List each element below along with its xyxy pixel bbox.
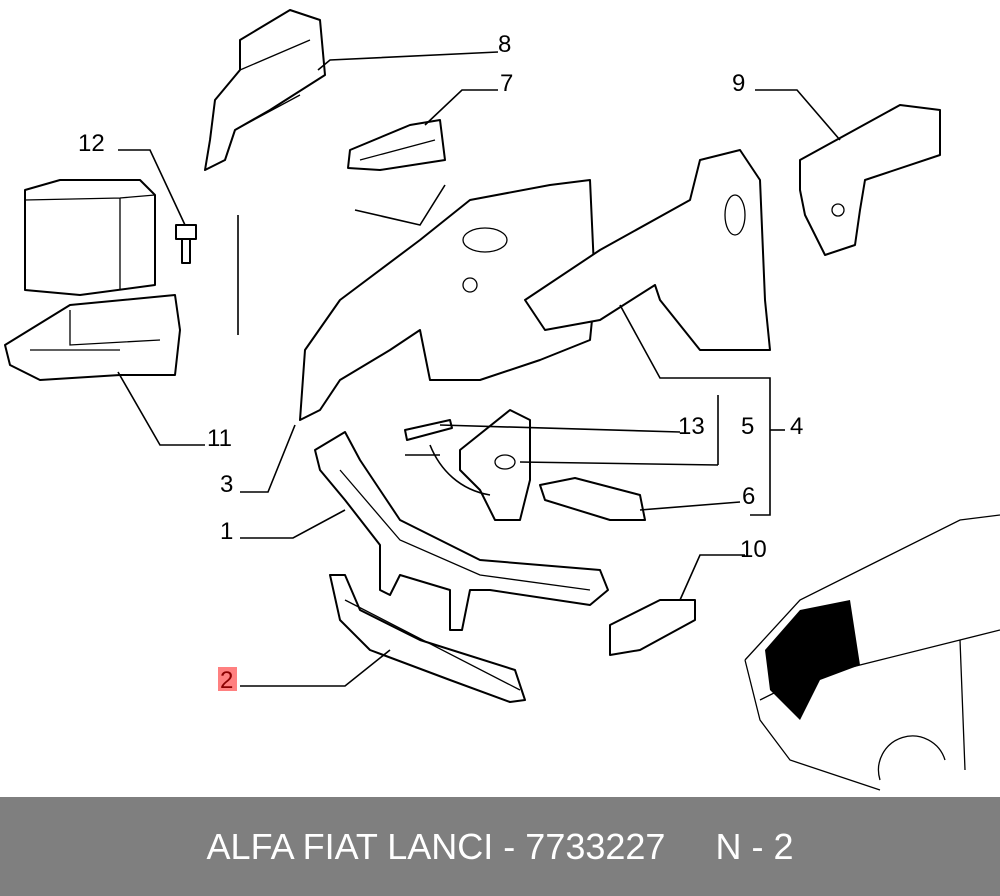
part-number-footer: ALFA FIAT LANCI - 7733227 N - 2 — [0, 797, 1000, 896]
footer-text: ALFA FIAT LANCI - 7733227 N - 2 — [206, 825, 794, 867]
part-4-side-rail[interactable] — [524, 149, 771, 351]
callout-4[interactable]: 4 — [790, 413, 803, 440]
part-9[interactable] — [799, 104, 941, 256]
part-7[interactable] — [347, 119, 446, 171]
car-illustration — [744, 514, 1000, 791]
battery — [24, 179, 156, 296]
part-10[interactable] — [609, 599, 696, 656]
callout-3[interactable]: 3 — [220, 471, 233, 498]
callout-2-highlight — [218, 667, 237, 691]
callout-10[interactable]: 10 — [740, 536, 767, 563]
part-1-upper-crossmember[interactable] — [314, 431, 609, 631]
callout-6[interactable]: 6 — [742, 483, 755, 510]
part-12-bolt[interactable] — [175, 224, 197, 264]
part-6[interactable] — [539, 477, 646, 521]
callout-13[interactable]: 13 — [678, 413, 705, 440]
leader-lines — [117, 51, 841, 687]
callout-2[interactable]: 2 — [220, 667, 233, 694]
part-3-wheel-arch[interactable] — [299, 179, 596, 421]
callout-12[interactable]: 12 — [78, 130, 105, 157]
part-5-bracket[interactable] — [459, 409, 531, 521]
callout-11[interactable]: 11 — [207, 425, 232, 452]
parts-diagram: 8 7 9 12 11 3 1 2 13 5 4 6 10 — [4, 9, 1000, 791]
callout-1[interactable]: 1 — [220, 518, 233, 545]
part-13-pin[interactable] — [404, 419, 453, 441]
callout-8[interactable]: 8 — [498, 31, 511, 58]
callout-7[interactable]: 7 — [500, 70, 513, 97]
callout-5[interactable]: 5 — [741, 413, 754, 440]
part-8[interactable] — [204, 9, 326, 171]
part-2-lower-crossmember[interactable] — [329, 574, 526, 703]
callout-9[interactable]: 9 — [732, 70, 745, 97]
part-11-battery-tray[interactable] — [4, 294, 181, 381]
